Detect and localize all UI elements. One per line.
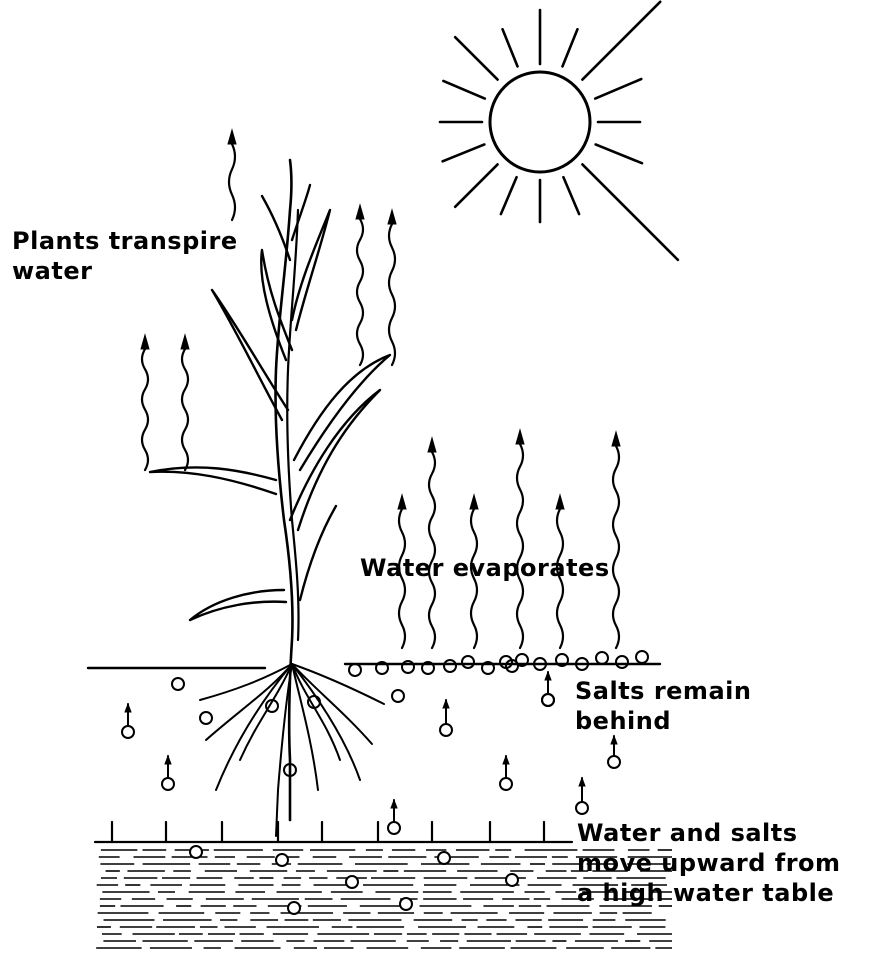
salt-crystal	[462, 656, 474, 668]
ground-surface	[88, 664, 660, 668]
arrowhead-icon	[611, 736, 617, 744]
arrowhead-icon	[579, 778, 585, 786]
vapor-arrow	[141, 335, 149, 470]
sun-ray	[503, 29, 518, 66]
arrowhead-icon	[228, 130, 236, 144]
plant-leaf	[150, 467, 276, 494]
label-salts-remain: Salts remain behind	[575, 676, 751, 736]
arrowhead-icon	[516, 430, 524, 444]
vapor-arrow	[428, 438, 436, 648]
sun-ray	[443, 144, 485, 161]
salt-in-groundwater	[288, 902, 300, 914]
evaporation-arrows	[398, 430, 620, 648]
plant-leaf	[300, 506, 336, 600]
sun-disc	[490, 72, 590, 172]
salt-in-groundwater	[400, 898, 412, 910]
root	[206, 664, 292, 740]
salt-crystal	[444, 660, 456, 672]
salt-particle	[542, 694, 554, 706]
salt-particle	[122, 726, 134, 738]
sun-icon	[440, 2, 678, 260]
rising-salt	[576, 778, 588, 814]
arrowhead-icon	[545, 672, 551, 680]
salt-particle	[500, 778, 512, 790]
sun-ray	[595, 79, 641, 99]
arrowhead-icon	[428, 438, 436, 452]
vapor-arrow	[612, 432, 620, 648]
plant-leaf	[262, 196, 290, 260]
salt-particle	[388, 822, 400, 834]
sun-ray	[443, 81, 484, 99]
salt-in-groundwater	[190, 846, 202, 858]
arrowhead-icon	[141, 335, 149, 349]
rising-salt	[608, 736, 620, 768]
plant-leaf	[294, 355, 390, 470]
root	[292, 664, 372, 744]
rising-salt	[440, 700, 452, 736]
vapor-arrow	[228, 130, 236, 220]
arrowhead-icon	[398, 495, 406, 509]
vapor-arrow	[388, 210, 396, 365]
root-system	[200, 664, 384, 836]
arrowhead-icon	[388, 210, 396, 224]
rising-salt	[500, 756, 512, 790]
vapor-arrow	[181, 335, 189, 470]
transpiration-arrows	[141, 130, 396, 470]
rising-salt	[388, 800, 400, 834]
arrowhead-icon	[356, 205, 364, 219]
plant-leaf	[292, 185, 310, 240]
arrowhead-icon	[612, 432, 620, 446]
vapor-arrow	[516, 430, 524, 648]
sun-ray	[596, 144, 642, 163]
salt-crystal	[596, 652, 608, 664]
label-water-evaporates: Water evaporates	[360, 553, 610, 583]
sun-ray	[455, 164, 497, 206]
arrowhead-icon	[556, 495, 564, 509]
rising-salt	[542, 672, 554, 706]
plant-stem-edge	[287, 210, 298, 640]
salt-particle	[200, 712, 212, 724]
salt-particle	[392, 690, 404, 702]
root	[292, 664, 360, 780]
salt-crystal	[616, 656, 628, 668]
sun-ray	[582, 2, 660, 80]
sun-ray	[563, 177, 579, 214]
root	[292, 664, 340, 760]
label-plants-transpire: Plants transpire water	[12, 226, 238, 286]
sun-ray	[562, 29, 577, 66]
label-water-table: Water and salts move upward from a high …	[577, 818, 841, 908]
salt-particle	[576, 802, 588, 814]
root	[240, 664, 292, 760]
rising-salt	[122, 704, 134, 738]
arrowhead-icon	[391, 800, 397, 808]
sun-ray	[455, 37, 497, 79]
salt-particle	[162, 778, 174, 790]
vapor-arrow	[356, 205, 364, 365]
arrowhead-icon	[470, 495, 478, 509]
sun-ray	[501, 177, 517, 214]
salt-crystal	[349, 664, 361, 676]
arrowhead-icon	[125, 704, 131, 712]
upward-salt-arrows	[122, 672, 620, 834]
sun-ray	[582, 164, 677, 259]
root	[216, 664, 292, 790]
salt-in-groundwater	[346, 876, 358, 888]
salt-in-groundwater	[438, 852, 450, 864]
salt-particle	[440, 724, 452, 736]
salt-particle	[172, 678, 184, 690]
arrowhead-icon	[181, 335, 189, 349]
arrowhead-icon	[503, 756, 509, 764]
rising-salt	[162, 756, 174, 790]
arrowhead-icon	[165, 756, 171, 764]
plant-leaf	[190, 590, 286, 620]
salt-in-groundwater	[506, 874, 518, 886]
salt-in-groundwater	[276, 854, 288, 866]
salt-crystal	[636, 651, 648, 663]
arrowhead-icon	[443, 700, 449, 708]
salt-particle	[608, 756, 620, 768]
